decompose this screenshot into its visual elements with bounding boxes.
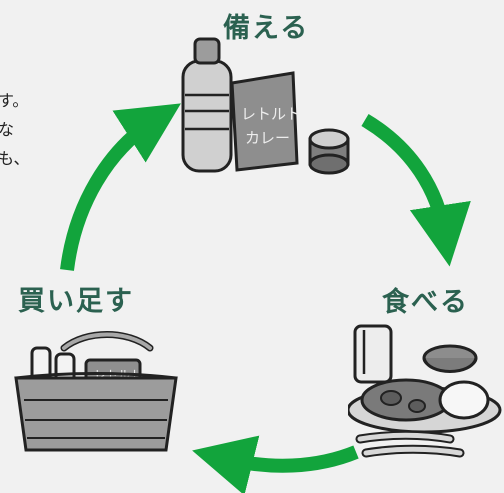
svg-text:レトルト: レトルト bbox=[241, 105, 301, 123]
curry-meal-icon bbox=[348, 324, 502, 458]
cycle-arrow-left bbox=[60, 103, 181, 271]
cycle-arrow-bottom bbox=[192, 435, 359, 493]
intro-line-3: も、 bbox=[0, 149, 30, 168]
intro-line-1: す。 bbox=[0, 91, 29, 110]
step-label-restock: 買い足す bbox=[18, 286, 134, 317]
shopping-basket-icon: レトルト bbox=[14, 331, 178, 452]
intro-line-2: な bbox=[0, 120, 15, 139]
emergency-food-icon: レトルト カレー bbox=[181, 37, 350, 175]
step-label-eat: 食べる bbox=[382, 287, 469, 318]
cycle-arrow-right bbox=[361, 113, 471, 267]
svg-text:カレー: カレー bbox=[245, 129, 290, 147]
step-label-prepare: 備える bbox=[223, 13, 310, 44]
intro-text-fragment: す。 な も、 bbox=[0, 86, 30, 173]
